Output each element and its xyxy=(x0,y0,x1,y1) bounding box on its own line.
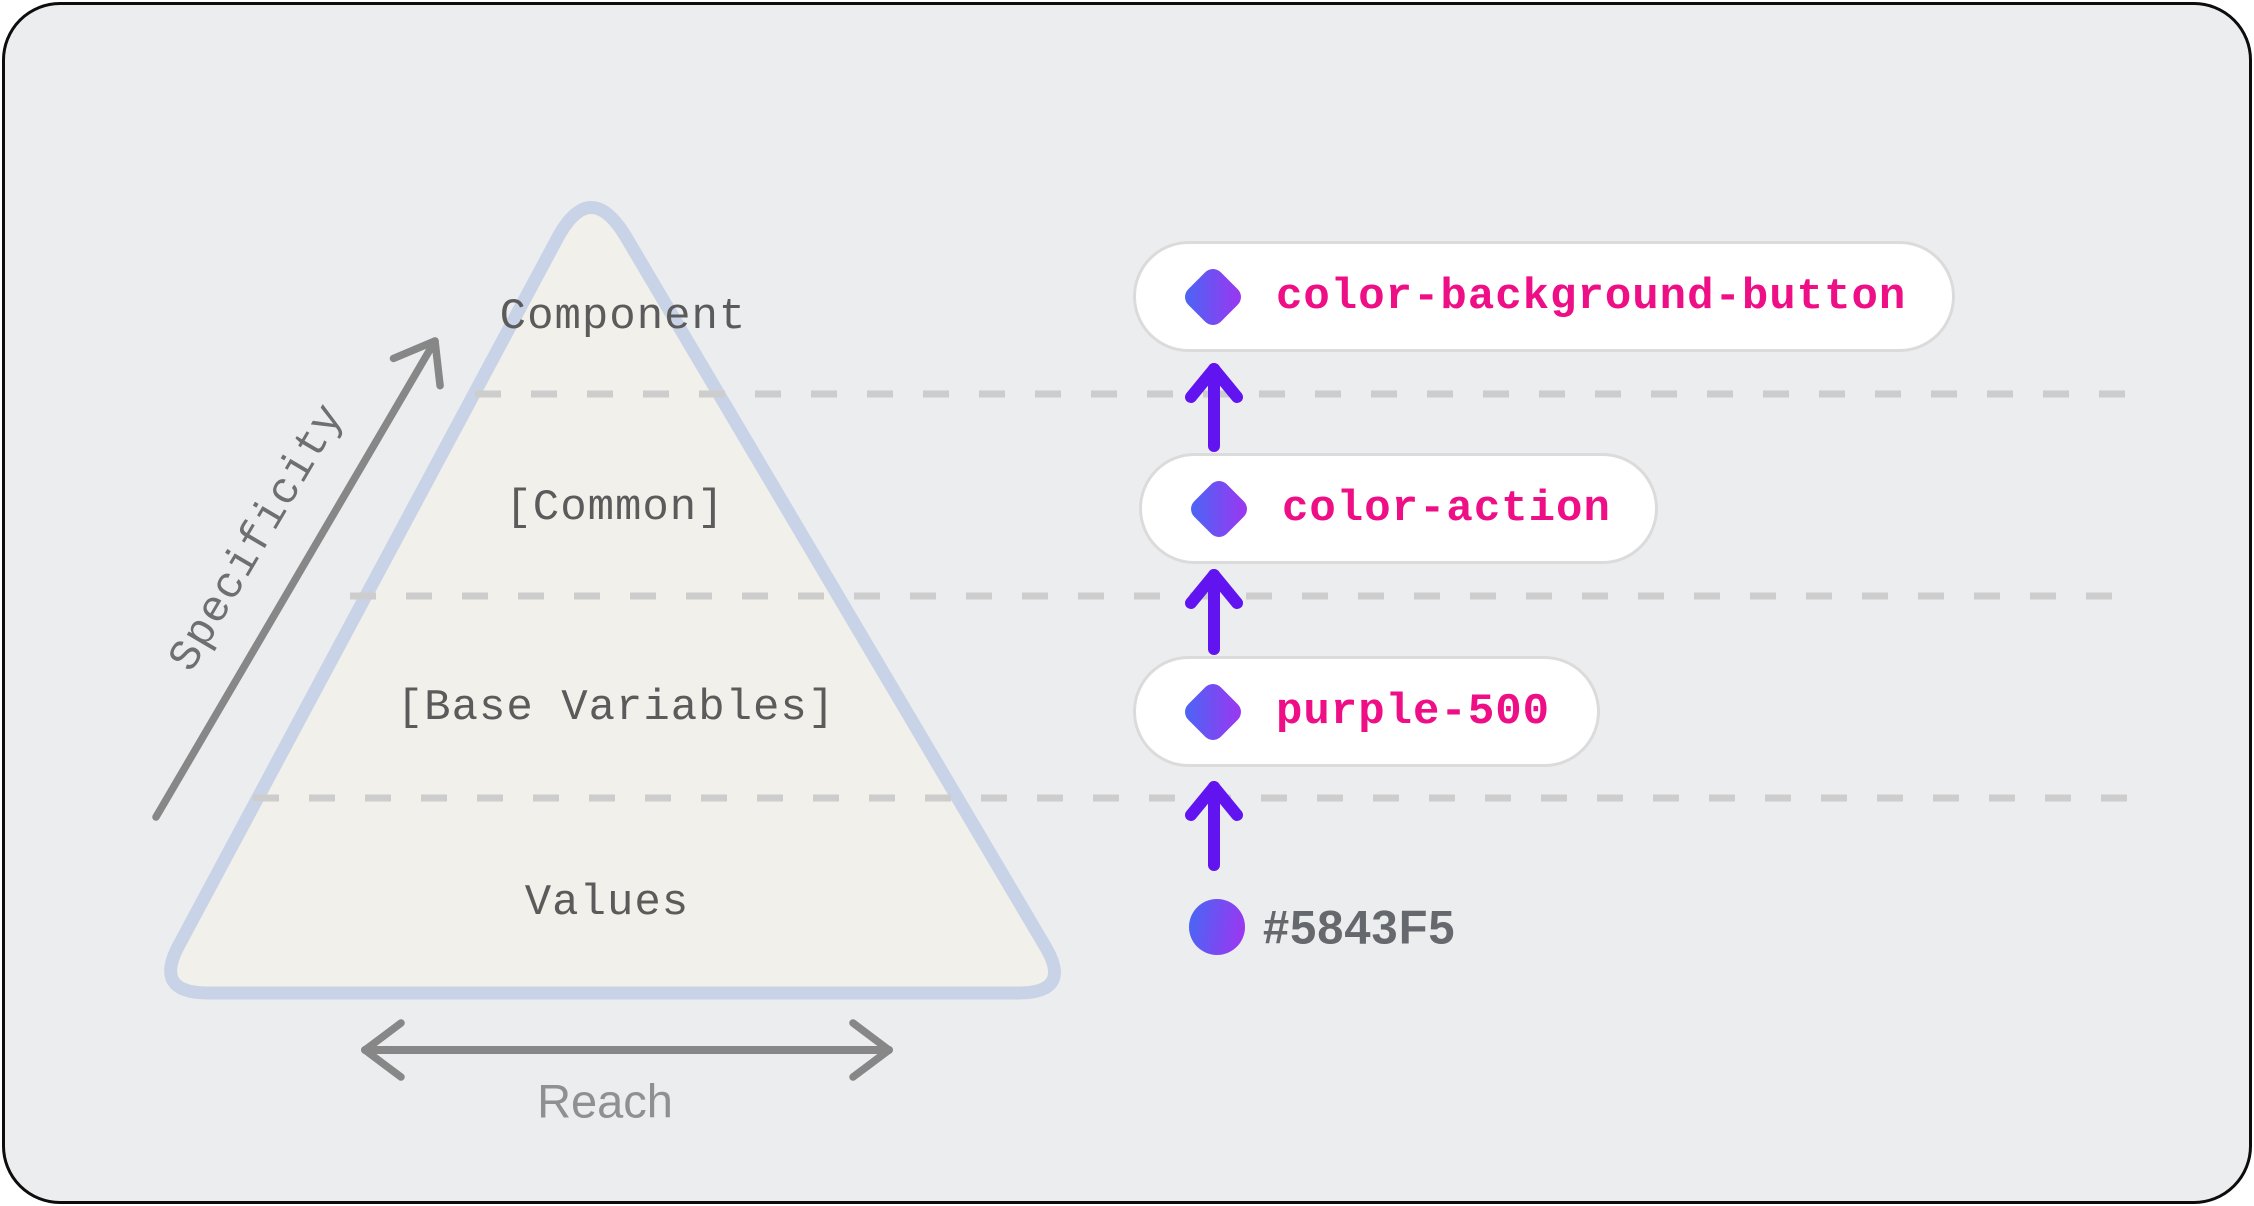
token-label-base: purple-500 xyxy=(1276,686,1551,737)
token-label-common: color-action xyxy=(1282,483,1611,534)
color-hex-value: #5843F5 xyxy=(1263,900,1456,954)
color-swatch-dot xyxy=(1189,899,1245,955)
token-pill-base: purple-500 xyxy=(1133,656,1600,767)
token-diamond-icon xyxy=(1180,263,1246,330)
level-label-component: Component xyxy=(499,292,747,342)
token-pill-common: color-action xyxy=(1139,453,1658,564)
token-pill-component: color-background-button xyxy=(1133,241,1955,352)
token-diamond-icon xyxy=(1186,475,1252,542)
diagram-shapes xyxy=(152,201,2135,1081)
token-diamond-icon xyxy=(1180,678,1246,745)
reach-axis-label: Reach xyxy=(537,1074,673,1128)
specificity-axis-arrow xyxy=(152,337,444,821)
token-label-component: color-background-button xyxy=(1276,271,1907,322)
level-label-values: Values xyxy=(524,878,690,928)
level-label-common: [Common] xyxy=(505,483,725,533)
level-label-base-variables: [Base Variables] xyxy=(396,683,836,733)
